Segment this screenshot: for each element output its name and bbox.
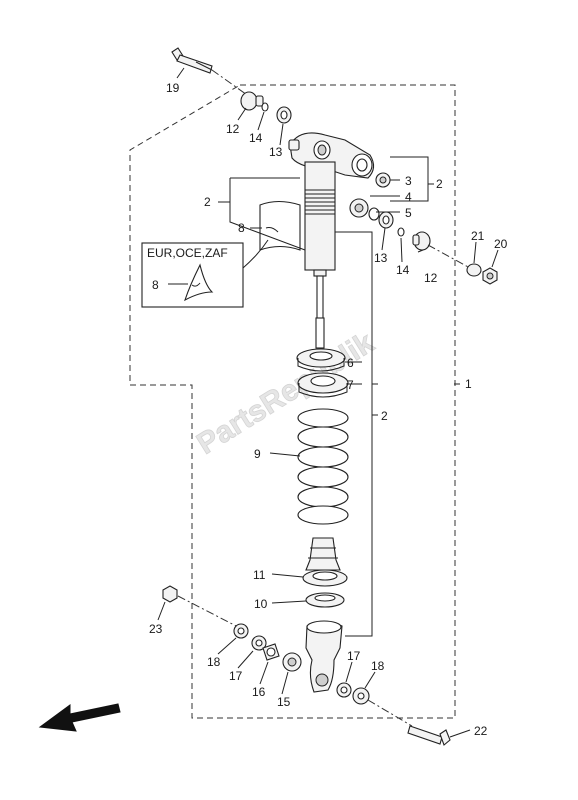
label-sticker-8[interactable] (259, 200, 301, 251)
callout-20: 20 (494, 237, 508, 251)
washer-13-right[interactable] (378, 211, 394, 229)
washer-21[interactable] (466, 263, 482, 277)
callout-7: 7 (347, 378, 354, 392)
collar-16[interactable] (262, 643, 280, 661)
locknut-7[interactable] (297, 372, 349, 398)
spring-9[interactable] (297, 408, 349, 525)
front-direction-arrow-icon (38, 703, 121, 732)
callout-3: 3 (405, 174, 412, 188)
seal-5[interactable] (368, 207, 380, 221)
callout-2-body: 2 (204, 195, 211, 209)
washer-13-top[interactable] (276, 106, 292, 124)
bush-3[interactable] (375, 172, 391, 188)
callout-14-top: 14 (249, 131, 263, 145)
bearing-15[interactable] (282, 652, 302, 672)
callout-labels: 19 12 14 13 3 4 5 2 2 8 8 13 14 12 21 20… (149, 81, 508, 738)
callout-17-right: 17 (347, 649, 361, 663)
shock-absorber-body[interactable] (288, 132, 375, 349)
callout-4: 4 (405, 190, 412, 204)
callout-9: 9 (254, 447, 261, 461)
callout-2-spring: 2 (381, 409, 388, 423)
inset-region-label: EUR,OCE,ZAF (147, 246, 228, 260)
washer-18-left[interactable] (233, 623, 249, 639)
leader-lines (157, 67, 499, 738)
spring-seat-11[interactable] (302, 569, 348, 587)
callout-13-top: 13 (269, 145, 283, 159)
callout-12-top: 12 (226, 122, 240, 136)
nut-23[interactable] (162, 585, 178, 603)
callout-23: 23 (149, 622, 163, 636)
seal-17-right[interactable] (336, 682, 352, 698)
callout-16: 16 (252, 685, 266, 699)
bearing-4[interactable] (349, 198, 369, 218)
callout-18-left: 18 (207, 655, 221, 669)
spring-guide-10[interactable] (305, 592, 345, 608)
washer-18-right[interactable] (352, 687, 370, 705)
collar-12-top[interactable] (240, 91, 264, 111)
bolt-22[interactable] (407, 725, 451, 746)
callout-8-body: 8 (238, 221, 245, 235)
oring-14-right[interactable] (397, 227, 405, 237)
callout-8-inset: 8 (152, 278, 159, 292)
seal-17-left[interactable] (251, 635, 267, 651)
region-inset: EUR,OCE,ZAF (141, 239, 269, 308)
bump-stop[interactable] (305, 537, 341, 571)
callout-5: 5 (405, 206, 412, 220)
callout-19: 19 (166, 81, 180, 95)
callout-15: 15 (277, 695, 291, 709)
callout-17-left: 17 (229, 669, 243, 683)
bolt-19[interactable] (171, 47, 213, 74)
callout-2-eye: 2 (436, 177, 443, 191)
lower-mount[interactable] (305, 620, 343, 693)
assembly-outline (129, 84, 456, 719)
callout-12-right: 12 (424, 271, 438, 285)
callout-6: 6 (347, 356, 354, 370)
callout-11: 11 (253, 568, 266, 582)
callout-1: 1 (465, 377, 472, 391)
watermark: PartsRepublik (191, 326, 380, 461)
callout-22: 22 (474, 724, 488, 738)
callout-10: 10 (254, 597, 268, 611)
collar-12-right[interactable] (412, 231, 431, 251)
callout-13-right: 13 (374, 251, 388, 265)
callout-18-right: 18 (371, 659, 385, 673)
nut-20[interactable] (482, 267, 498, 285)
callout-14-right: 14 (396, 263, 410, 277)
oring-14-top[interactable] (261, 102, 269, 112)
callout-21: 21 (471, 229, 485, 243)
adjuster-ring-6[interactable] (296, 348, 346, 372)
